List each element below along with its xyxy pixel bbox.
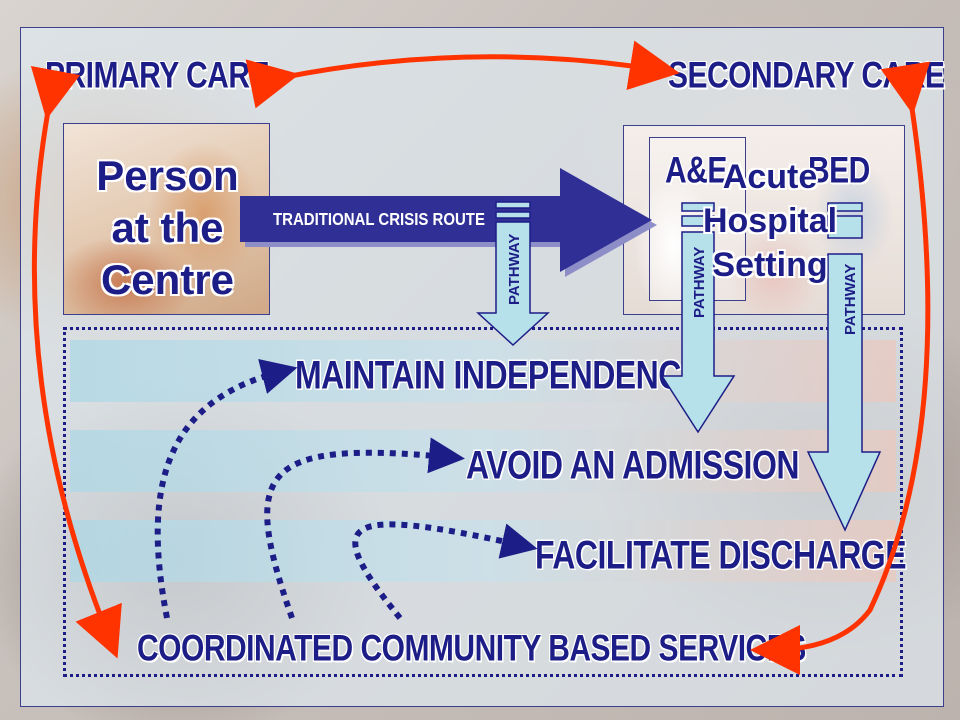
dotted-arrow-maintain [154, 359, 298, 619]
bed-label: BED [808, 150, 870, 192]
acute-line-2: Hospital [702, 202, 838, 240]
person-line-1: Person [96, 152, 239, 199]
avoid-admission-heading: AVOID AN ADMISSION [466, 442, 799, 487]
maintain-independence-heading: MAINTAIN INDEPENDENCE [295, 352, 702, 397]
person-line-3: Centre [100, 256, 235, 303]
primary-community-arrow [30, 65, 122, 659]
ae-label: A&E [665, 150, 727, 192]
acute-hospital-text: Acute Hospital Setting [680, 155, 860, 287]
dotted-arrow-facilitate [352, 521, 538, 620]
acute-line-1: Acute [722, 158, 818, 196]
pathway-arrow-1: PATHWAY [476, 201, 550, 347]
acute-line-3: Setting [712, 246, 828, 284]
secondary-community-arrow [750, 61, 931, 675]
dotted-arrow-avoid [264, 437, 465, 619]
pathway-label-3: PATHWAY [842, 264, 859, 335]
person-at-centre-text: Person at the Centre [70, 150, 265, 306]
crisis-route-label: TRADITIONAL CRISIS ROUTE [273, 209, 485, 230]
crisis-route-arrow: TRADITIONAL CRISIS ROUTE [240, 168, 657, 277]
pathway-label-2: PATHWAY [691, 247, 708, 318]
person-line-2: at the [111, 204, 224, 251]
pathway-arrow-2: PATHWAY [660, 202, 736, 434]
coordinated-services-heading: COORDINATED COMMUNITY BASED SERVICES [137, 628, 806, 670]
pathway-arrow-3: PATHWAY [806, 202, 882, 532]
pathway-label-1: PATHWAY [506, 234, 523, 305]
primary-secondary-arrow [245, 40, 680, 109]
